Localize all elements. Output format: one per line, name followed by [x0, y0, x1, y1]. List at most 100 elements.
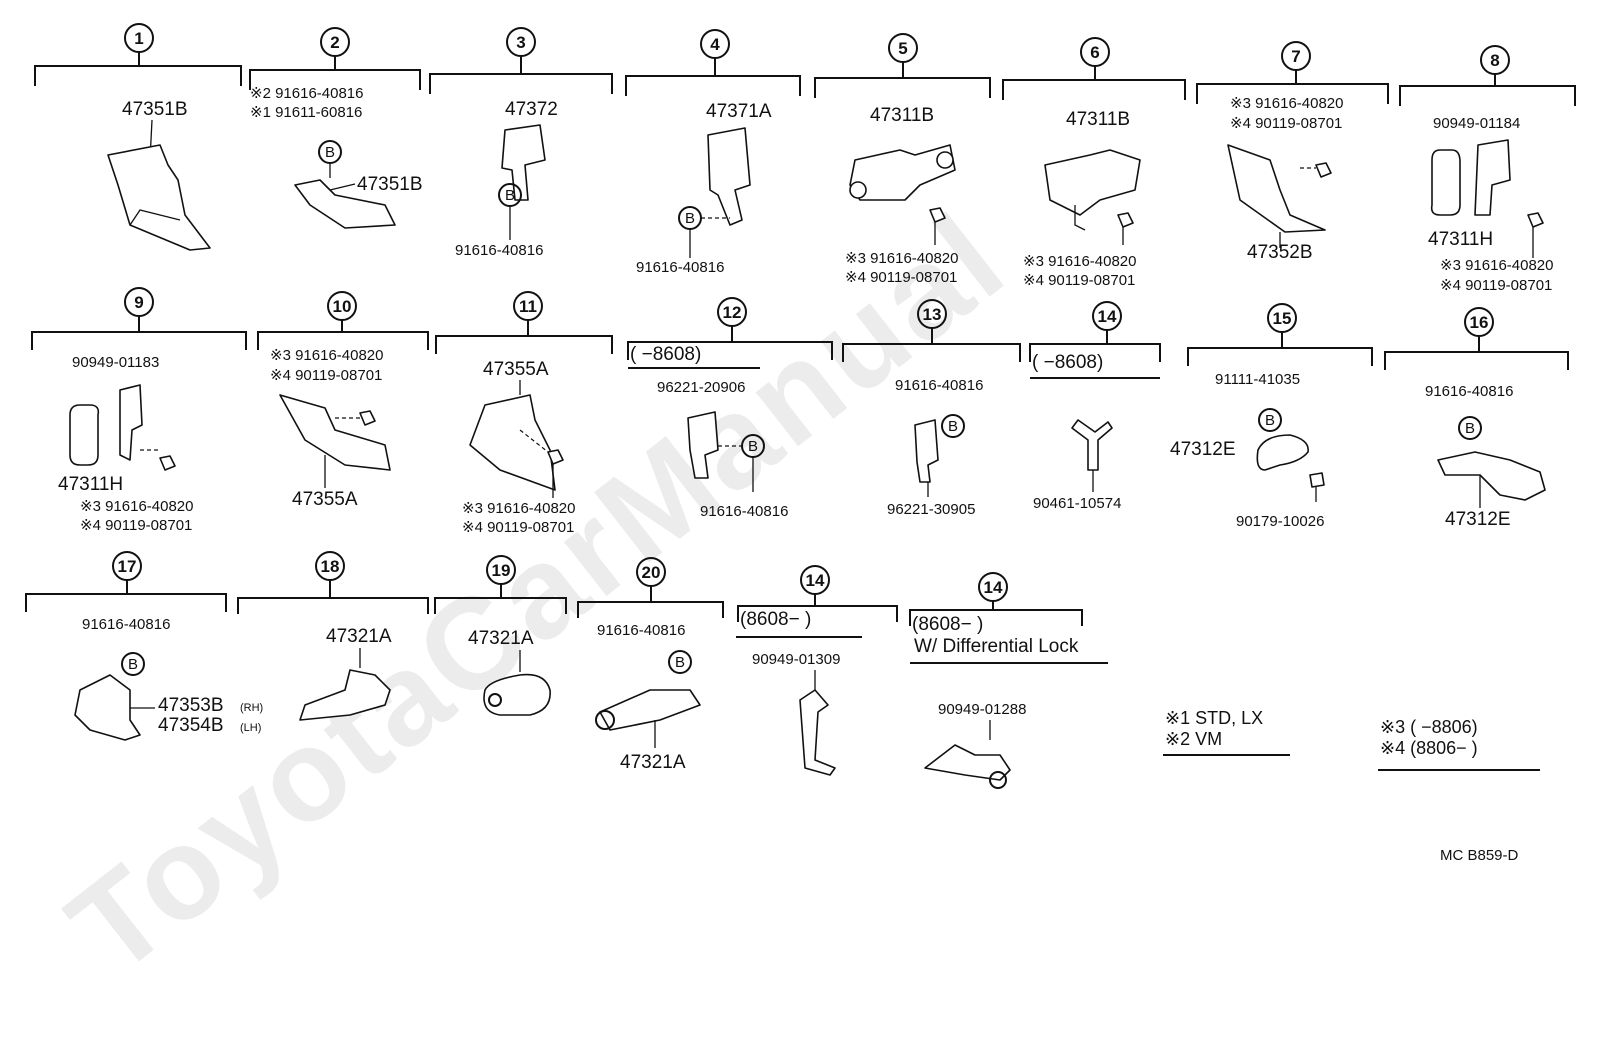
b-label: B: [505, 187, 515, 204]
group-6[interactable]: 6 47311B ※3 91616-40820 ※4 90119-08701: [1002, 37, 1186, 289]
part-label: ※4 90119-08701: [462, 519, 574, 536]
group-10[interactable]: 10 ※3 91616-40820 ※4 90119-08701 47355A: [257, 291, 429, 510]
group-number: 14: [1098, 307, 1117, 326]
bracket-part: [1071, 419, 1113, 471]
group-18[interactable]: 18 47321A: [237, 551, 429, 721]
part-label: 90949-01183: [72, 354, 159, 371]
part-label: 90179-10026: [1236, 513, 1324, 530]
b-label: B: [128, 656, 138, 673]
part-label: ※3 91616-40820: [1230, 95, 1344, 112]
part-label: ※3 91616-40820: [462, 500, 576, 517]
part-label: 47321A: [326, 626, 392, 647]
group-11[interactable]: 11 47355A ※3 91616-40820 ※4 90119-08701: [435, 291, 613, 536]
group-3[interactable]: 3 47372 B 91616-40816: [429, 27, 613, 259]
group-2[interactable]: 2 ※2 91616-40816 ※1 91611-60816 B 47351B: [249, 27, 423, 229]
group-8[interactable]: 8 90949-01184 47311H ※3 91616-40820 ※4 9…: [1399, 45, 1576, 294]
group-number: 3: [516, 33, 525, 52]
b-label: B: [748, 438, 758, 455]
group-number: 1: [134, 29, 143, 48]
part-label: 90461-10574: [1033, 495, 1121, 512]
group-14-later[interactable]: 14 (8608− ) 90949-01309: [736, 565, 898, 776]
part-label: 47311H: [1428, 229, 1493, 250]
clip-part: [119, 384, 143, 461]
bracket-part: [107, 144, 211, 251]
group-number: 19: [492, 561, 511, 580]
bracket-part: [1437, 451, 1546, 501]
legend-item: ※3 ( −8806): [1380, 717, 1478, 737]
group-number: 10: [333, 297, 352, 316]
bracket-part: [299, 669, 391, 721]
group-number: 17: [118, 557, 137, 576]
part-label: 96221-20906: [657, 379, 745, 396]
part-label: 47311B: [1066, 109, 1130, 130]
part-label: ※3 91616-40820: [270, 347, 384, 364]
group-number: 9: [134, 293, 143, 312]
part-label: 47321A: [620, 752, 686, 773]
group-number: 12: [723, 303, 742, 322]
part-label: 47371A: [706, 101, 772, 122]
part-label: 96221-30905: [887, 501, 975, 518]
part-label: (RH): [240, 702, 263, 714]
legend-item: ※1 STD, LX: [1165, 708, 1263, 728]
group-13[interactable]: 13 91616-40816 B 96221-30905: [842, 299, 1021, 518]
group-19[interactable]: 19 47321A: [434, 555, 567, 716]
part-label: ※3 91616-40820: [1440, 257, 1554, 274]
b-label: B: [675, 654, 685, 671]
group-15[interactable]: 15 91111-41035 B 47312E 90179-10026: [1170, 303, 1373, 530]
group-7[interactable]: 7 ※3 91616-40820 ※4 90119-08701 47352B: [1196, 41, 1389, 263]
group-number: 14: [806, 571, 825, 590]
part-label: 91616-40816: [597, 622, 685, 639]
date-range: ( −8608): [1032, 352, 1103, 373]
part-label: ※3 91616-40820: [80, 498, 194, 515]
part-label: ※3 91616-40820: [1023, 253, 1137, 270]
part-label: 90949-01184: [1433, 115, 1520, 132]
part-label: 90949-01288: [938, 701, 1026, 718]
group-14-diff-lock[interactable]: 14 (8608− ) W/ Differential Lock 90949-0…: [909, 572, 1108, 789]
group-1[interactable]: 1 47351B: [34, 23, 242, 251]
part-label: 90949-01309: [752, 651, 840, 668]
part-label: 47372: [505, 99, 558, 120]
b-label: B: [948, 418, 958, 435]
joint-part: [483, 673, 551, 716]
part-label: ※4 90119-08701: [1023, 272, 1135, 289]
shaft-part: [599, 689, 701, 731]
footer-code: MC B859-D: [1440, 847, 1519, 864]
part-label: 47311H: [58, 474, 123, 495]
part-label: 47312E: [1445, 509, 1511, 530]
valve-part: [1044, 149, 1141, 216]
group-number: 15: [1273, 309, 1292, 328]
part-label: ※4 90119-08701: [1230, 115, 1342, 132]
part-label: 91616-40816: [636, 259, 724, 276]
part-label: ※4 90119-08701: [845, 269, 957, 286]
part-label: 47355A: [483, 359, 549, 380]
bracket-part: [469, 394, 556, 491]
clamp-part: [687, 411, 719, 479]
group-17[interactable]: 17 91616-40816 B 47353B (RH) 47354B (LH): [25, 551, 263, 741]
legend-item: ※2 VM: [1165, 729, 1222, 749]
group-5[interactable]: 5 47311B ※3 91616-40820 ※4 90119-08701: [814, 33, 991, 286]
group-12[interactable]: 12 ( −8608) 96221-20906 B 91616-40816: [627, 297, 833, 520]
group-9[interactable]: 9 90949-01183 47311H ※3 91616-40820 ※4 9…: [31, 287, 247, 534]
group-16[interactable]: 16 91616-40816 B 47312E: [1384, 307, 1569, 530]
bracket-part: [799, 689, 836, 776]
part-label: 47351B: [357, 174, 423, 195]
group-4[interactable]: 4 47371A B 91616-40816: [625, 29, 801, 276]
part-label: ※2 91616-40816: [250, 85, 364, 102]
plate-part: [294, 179, 396, 229]
b-label: B: [1465, 420, 1475, 437]
group-20[interactable]: 20 91616-40816 B 47321A: [577, 557, 724, 773]
part-label: 91616-40816: [895, 377, 983, 394]
legend-2: ※3 ( −8806) ※4 (8806− ): [1378, 717, 1540, 771]
part-label: 91616-40816: [82, 616, 170, 633]
part-label: 47355A: [292, 489, 358, 510]
part-label: (LH): [240, 722, 261, 734]
group-14-early[interactable]: 14 ( −8608) 90461-10574: [1029, 301, 1161, 512]
part-label: 47311B: [870, 105, 934, 126]
group-number: 16: [1470, 313, 1489, 332]
part-label: 47351B: [122, 99, 188, 120]
clamp-part: [914, 419, 939, 483]
b-label: B: [1265, 412, 1275, 429]
bracket-part: [1227, 144, 1326, 233]
group-number: 7: [1291, 47, 1300, 66]
